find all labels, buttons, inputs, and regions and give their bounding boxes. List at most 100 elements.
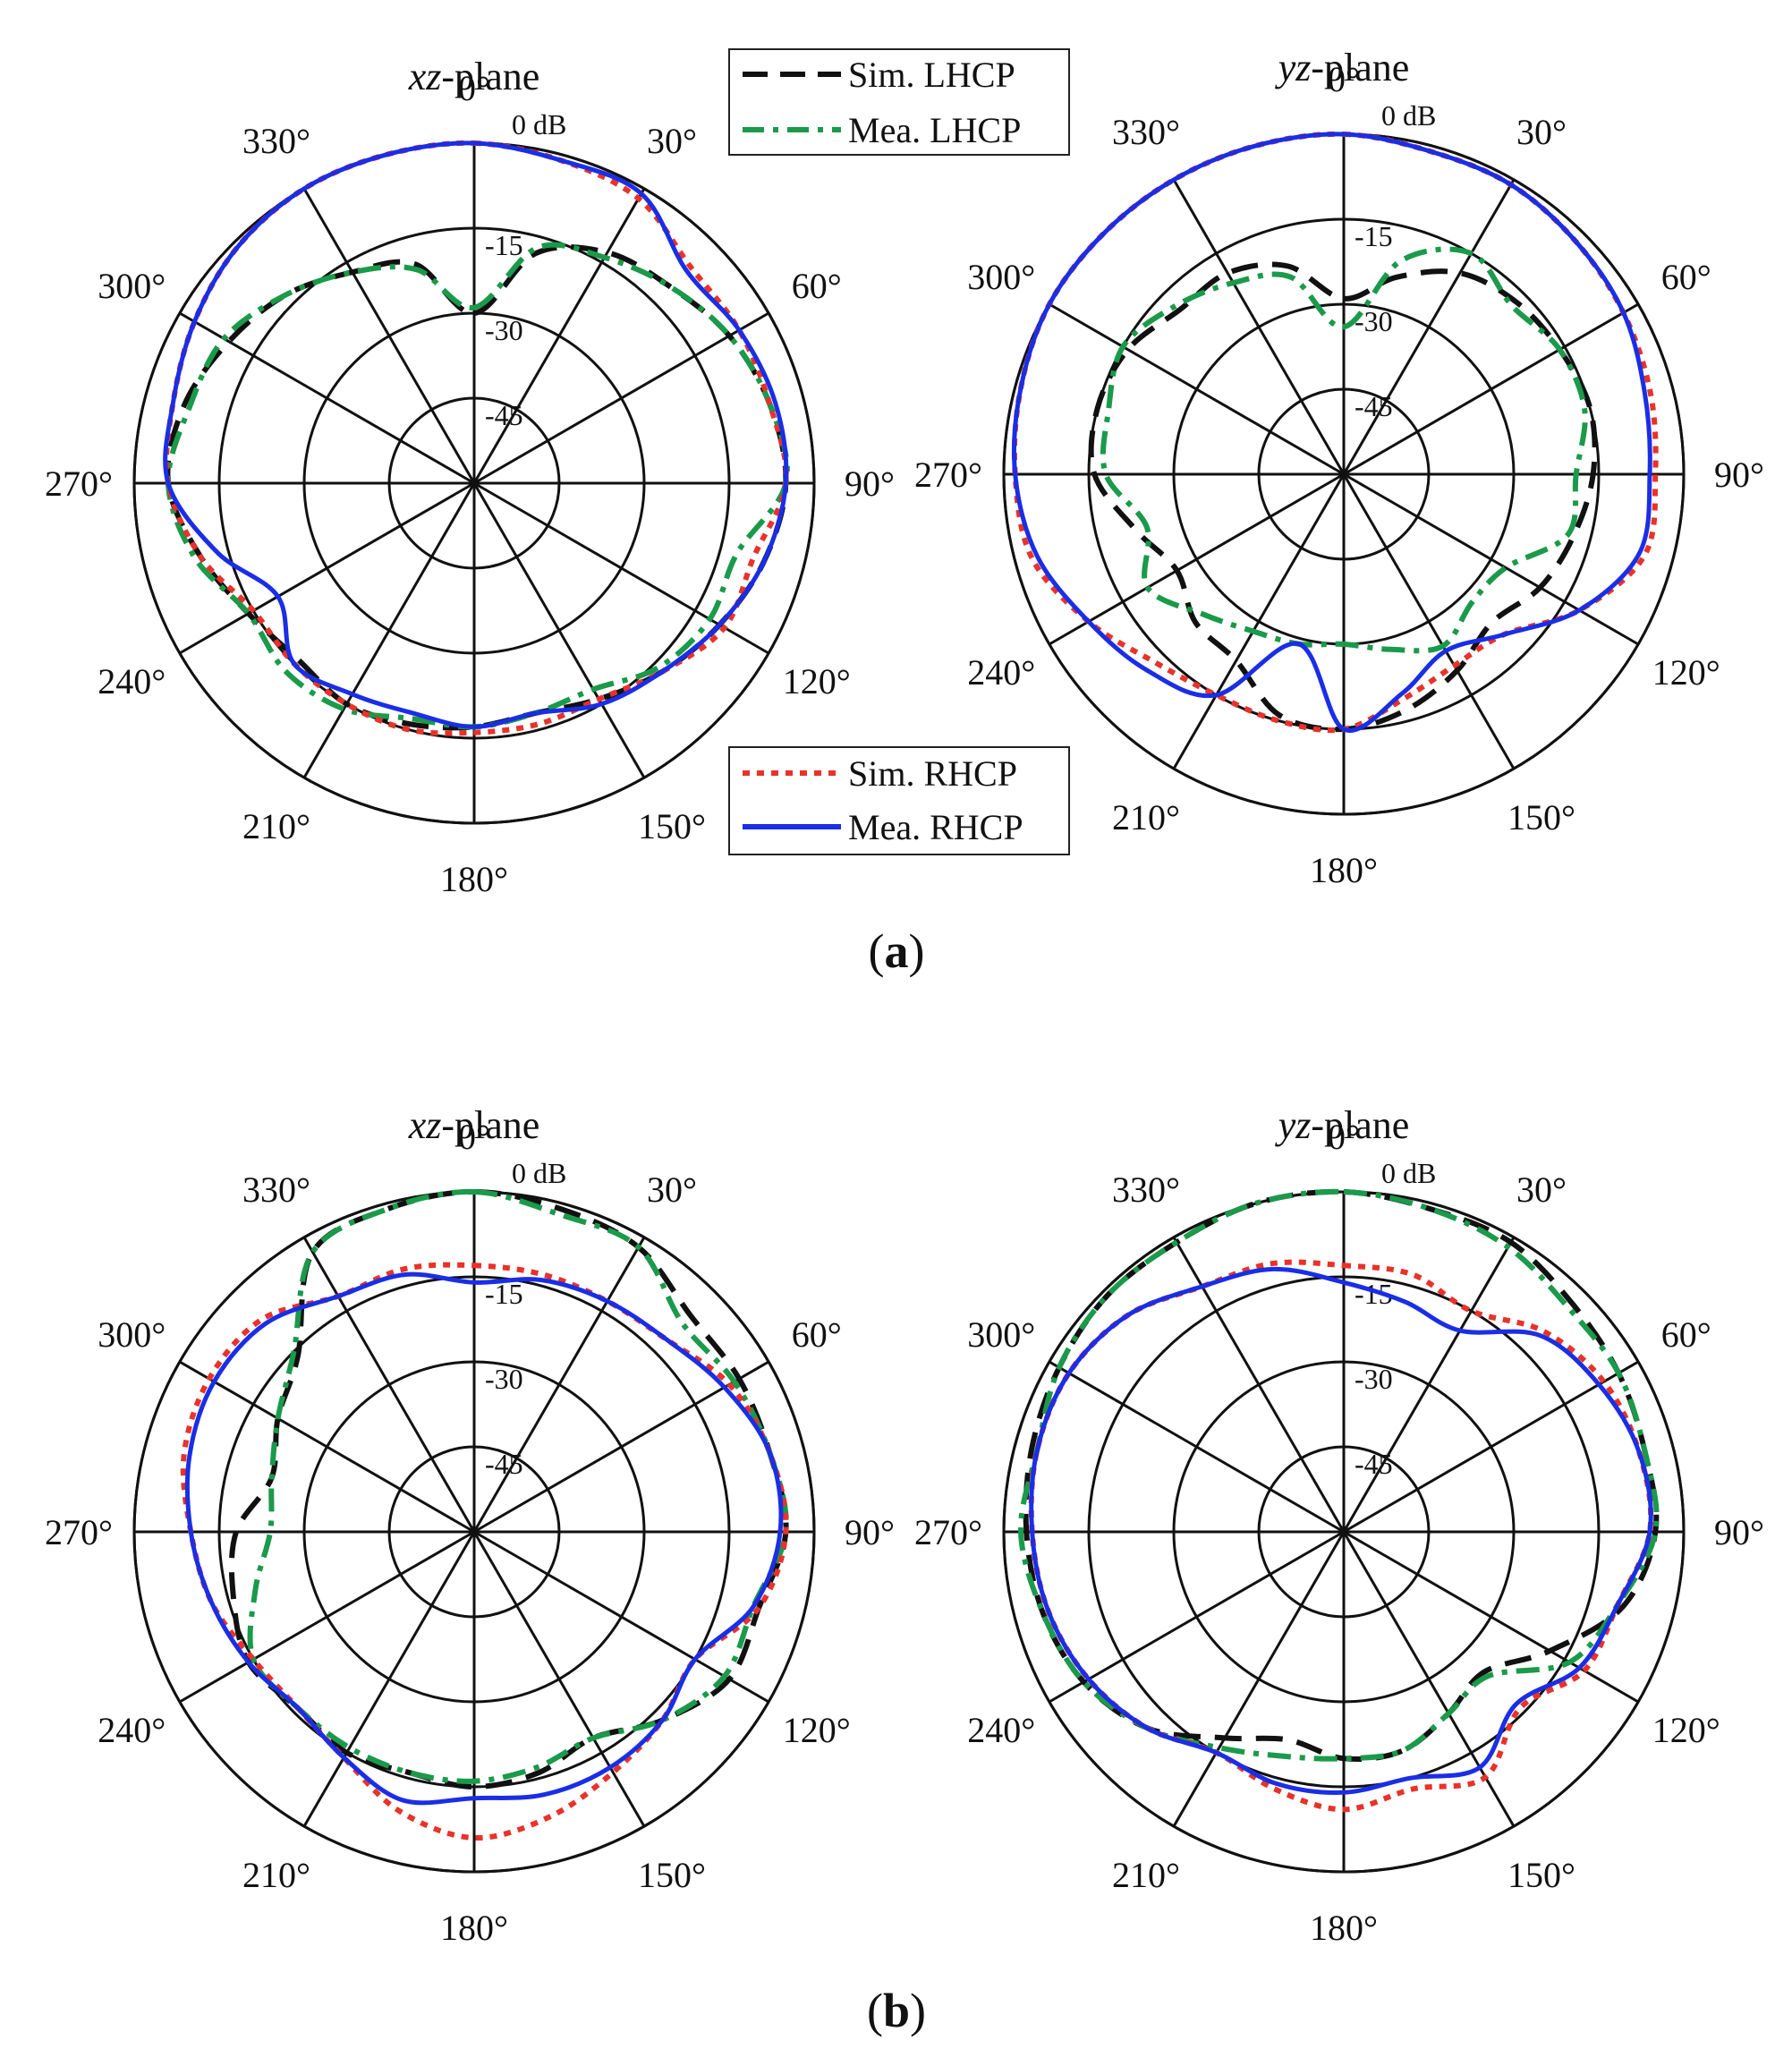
grid-spoke bbox=[1342, 1237, 1516, 1533]
angle-tick-label: 240° bbox=[98, 661, 166, 701]
angle-tick-label: 150° bbox=[1507, 797, 1575, 837]
series-sim-rhcp bbox=[180, 1262, 789, 1841]
r-tick-label: -45 bbox=[485, 1448, 523, 1480]
angle-tick-label: 330° bbox=[1112, 112, 1180, 152]
grid-spoke bbox=[1049, 1530, 1345, 1704]
angle-tick-label: 300° bbox=[98, 1314, 166, 1355]
angle-tick-label: 0° bbox=[458, 1117, 490, 1157]
grid-spoke bbox=[472, 188, 646, 484]
series-mea-lhcp bbox=[1017, 1188, 1660, 1762]
r-tick-label: -15 bbox=[1355, 220, 1393, 252]
angle-tick-label: 30° bbox=[1516, 112, 1567, 152]
angle-tick-label: 180° bbox=[1310, 1908, 1378, 1948]
legend-sim-lhcp-label: Sim. LHCP bbox=[848, 55, 1015, 95]
series-mea-lhcp bbox=[1100, 246, 1588, 654]
angle-tick-label: 150° bbox=[638, 806, 706, 846]
angle-tick-label: 0° bbox=[1328, 59, 1360, 99]
angle-tick-label: 120° bbox=[1652, 1710, 1720, 1750]
r-tick-label: -30 bbox=[485, 1363, 523, 1395]
grid-spoke bbox=[1172, 473, 1346, 769]
angle-tick-label: 210° bbox=[242, 806, 310, 846]
r-tick-label: 0 dB bbox=[1381, 99, 1436, 132]
angle-tick-label: 60° bbox=[792, 1314, 842, 1355]
angle-tick-label: 210° bbox=[1112, 1855, 1180, 1895]
angle-tick-label: 270° bbox=[45, 1512, 113, 1552]
series-mea-lhcp bbox=[247, 1188, 789, 1784]
angle-tick-label: 270° bbox=[914, 1512, 982, 1552]
grid-spoke bbox=[302, 1531, 476, 1827]
grid-spoke bbox=[1049, 472, 1345, 646]
grid-spoke bbox=[179, 1530, 475, 1704]
angle-tick-label: 30° bbox=[647, 1169, 697, 1210]
angle-tick-label: 150° bbox=[1507, 1855, 1575, 1895]
grid-spoke bbox=[1172, 1237, 1346, 1533]
series-mea-rhcp bbox=[163, 140, 789, 729]
plot-title: yz-plane bbox=[1275, 46, 1410, 89]
r-tick-label: 0 dB bbox=[512, 1157, 566, 1189]
grid-spoke bbox=[472, 1237, 646, 1533]
angle-tick-label: 300° bbox=[967, 1314, 1035, 1355]
angle-tick-label: 240° bbox=[967, 652, 1035, 693]
angle-tick-label: 60° bbox=[1661, 257, 1711, 297]
grid-spoke bbox=[1343, 302, 1639, 476]
series-mea-rhcp bbox=[184, 1271, 784, 1806]
panel-label-a: (a) bbox=[869, 924, 925, 978]
angle-tick-label: 0° bbox=[458, 68, 490, 108]
angle-tick-label: 210° bbox=[1112, 797, 1180, 837]
plot-title: xz-plane bbox=[408, 1103, 540, 1147]
grid-spoke bbox=[1343, 1530, 1639, 1704]
angle-tick-label: 120° bbox=[783, 1710, 851, 1750]
grid-spoke bbox=[1049, 1360, 1345, 1534]
grid-spoke bbox=[179, 481, 475, 655]
grid-spoke bbox=[473, 1360, 769, 1534]
polar-plot-a-xz-plane: 0 dB-15-30-450°30°60°90°120°150°180°210°… bbox=[45, 55, 895, 899]
angle-tick-label: 30° bbox=[1516, 1169, 1567, 1210]
grid-spoke bbox=[472, 1531, 646, 1827]
grid-spoke bbox=[302, 1237, 476, 1533]
angle-tick-label: 180° bbox=[440, 859, 508, 899]
angle-tick-label: 240° bbox=[98, 1710, 166, 1750]
legend-rhcp: Sim. RHCP Mea. RHCP bbox=[728, 746, 1070, 855]
r-tick-label: -30 bbox=[1355, 1363, 1393, 1395]
angle-tick-label: 90° bbox=[845, 1512, 895, 1552]
angle-tick-label: 270° bbox=[45, 463, 113, 504]
grid-spoke bbox=[302, 188, 476, 484]
angle-tick-label: 0° bbox=[1328, 1117, 1360, 1157]
polar-plot-b-yz-plane: 0 dB-15-30-450°30°60°90°120°150°180°210°… bbox=[914, 1103, 1764, 1948]
r-tick-label: -15 bbox=[485, 229, 523, 261]
series-sim-rhcp bbox=[1028, 1259, 1654, 1813]
panel-label-b: (b) bbox=[867, 1984, 926, 2037]
r-tick-label: 0 dB bbox=[1381, 1157, 1436, 1189]
r-tick-label: -45 bbox=[1355, 1448, 1393, 1480]
angle-tick-label: 180° bbox=[440, 1908, 508, 1948]
angle-tick-label: 90° bbox=[1714, 1512, 1764, 1552]
grid-spoke bbox=[1343, 472, 1639, 646]
legend-lhcp-box bbox=[728, 48, 1070, 156]
r-tick-label: -45 bbox=[485, 399, 523, 431]
legend-rhcp-box bbox=[728, 746, 1070, 855]
grid-spoke bbox=[302, 482, 476, 778]
angle-tick-label: 90° bbox=[1714, 455, 1764, 495]
grid-spoke bbox=[1342, 473, 1516, 769]
legend-sim-rhcp-label: Sim. RHCP bbox=[848, 753, 1017, 794]
angle-tick-label: 90° bbox=[845, 463, 895, 504]
angle-tick-label: 120° bbox=[783, 661, 851, 701]
grid-spoke bbox=[179, 1360, 475, 1534]
series-mea-rhcp bbox=[1012, 132, 1652, 733]
plot-title: xz-plane bbox=[408, 55, 540, 98]
series-sim-rhcp bbox=[164, 140, 789, 736]
grid-spoke bbox=[473, 1530, 769, 1704]
angle-tick-label: 60° bbox=[792, 266, 842, 306]
angle-tick-label: 240° bbox=[967, 1710, 1035, 1750]
angle-tick-label: 30° bbox=[647, 121, 697, 161]
grid-spoke bbox=[472, 482, 646, 778]
legend-lhcp: Sim. LHCP Mea. LHCP bbox=[728, 48, 1070, 156]
r-tick-label: -30 bbox=[1355, 305, 1393, 337]
angle-tick-label: 150° bbox=[638, 1855, 706, 1895]
grid-spoke bbox=[473, 311, 769, 485]
grid-spoke bbox=[1172, 1531, 1346, 1827]
grid-spoke bbox=[1342, 179, 1516, 475]
angle-tick-label: 300° bbox=[967, 257, 1035, 297]
grid-spoke bbox=[1049, 302, 1345, 476]
